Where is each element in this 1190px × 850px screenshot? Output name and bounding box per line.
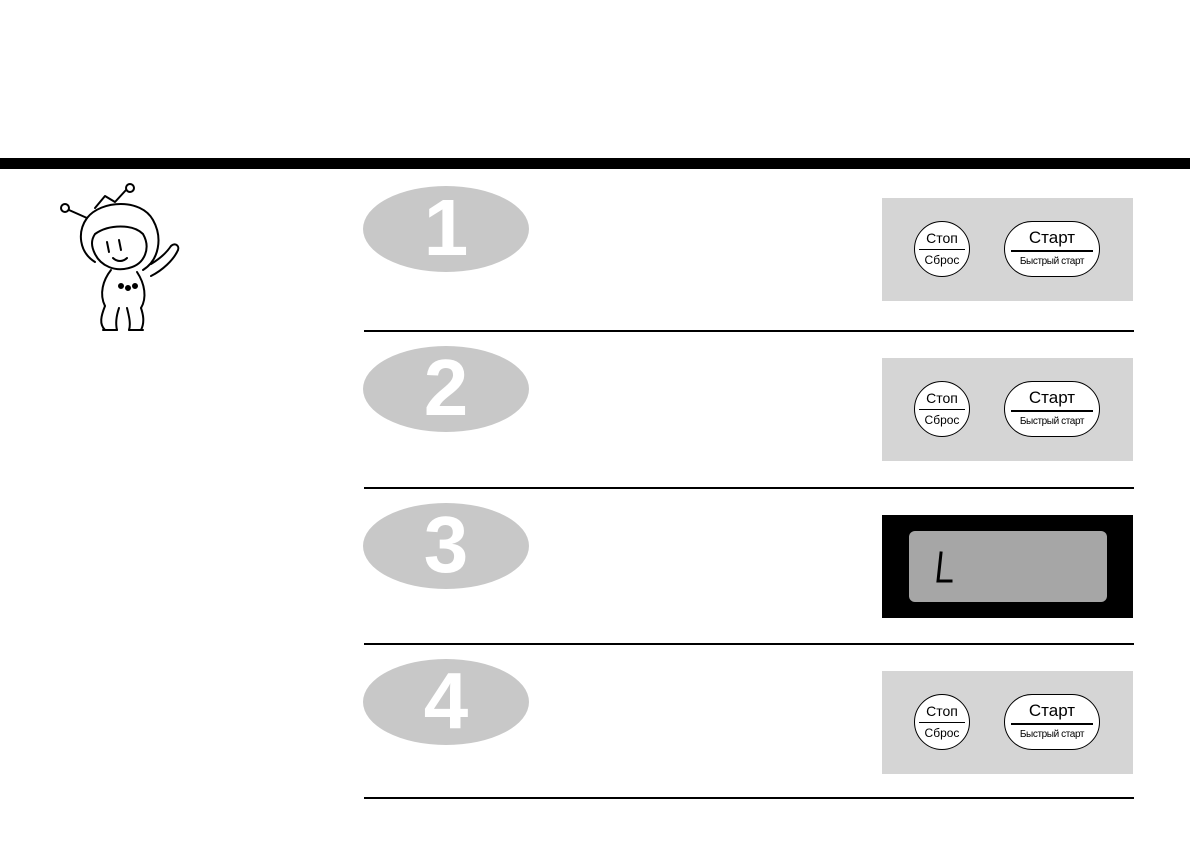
- step-number: 3: [424, 502, 469, 589]
- lcd-screen: L: [909, 531, 1107, 602]
- step-number: 2: [424, 345, 469, 432]
- start-quick-start-button[interactable]: Старт Быстрый старт: [1004, 221, 1100, 277]
- stop-label: Стоп: [926, 702, 958, 719]
- button-divider: [1011, 410, 1093, 412]
- quick-start-label: Быстрый старт: [1019, 255, 1085, 267]
- stop-reset-button[interactable]: Стоп Сброс: [914, 221, 970, 277]
- step-number: 1: [424, 185, 469, 272]
- stop-label: Стоп: [926, 389, 958, 406]
- start-label: Старт: [1028, 701, 1076, 721]
- start-label: Старт: [1028, 388, 1076, 408]
- step-divider: [364, 330, 1134, 332]
- step-divider: [364, 643, 1134, 645]
- step-number-badge: 3: [363, 502, 529, 589]
- button-divider: [919, 721, 965, 724]
- cartoon-mascot-icon: [60, 183, 180, 331]
- step-number-badge: 4: [363, 658, 529, 745]
- start-quick-start-button[interactable]: Старт Быстрый старт: [1004, 381, 1100, 437]
- control-panel: Стоп Сброс Старт Быстрый старт: [882, 671, 1133, 774]
- control-panel: Стоп Сброс Старт Быстрый старт: [882, 198, 1133, 301]
- header-rule: [0, 158, 1190, 169]
- stop-label: Стоп: [926, 229, 958, 246]
- reset-label: Сброс: [924, 726, 960, 741]
- start-label: Старт: [1028, 228, 1076, 248]
- stop-reset-button[interactable]: Стоп Сброс: [914, 694, 970, 750]
- quick-start-label: Быстрый старт: [1019, 728, 1085, 740]
- button-divider: [1011, 250, 1093, 252]
- lcd-segment-character: [936, 551, 953, 583]
- reset-label: Сброс: [924, 253, 960, 268]
- step-divider: [364, 797, 1134, 799]
- button-divider: [919, 408, 965, 411]
- stop-reset-button[interactable]: Стоп Сброс: [914, 381, 970, 437]
- display-panel: L: [882, 515, 1133, 618]
- button-divider: [919, 248, 965, 251]
- step-number-badge: 2: [363, 345, 529, 432]
- step-number: 4: [424, 658, 469, 745]
- control-panel: Стоп Сброс Старт Быстрый старт: [882, 358, 1133, 461]
- step-divider: [364, 487, 1134, 489]
- button-divider: [1011, 723, 1093, 725]
- reset-label: Сброс: [924, 413, 960, 428]
- step-number-badge: 1: [363, 185, 529, 272]
- start-quick-start-button[interactable]: Старт Быстрый старт: [1004, 694, 1100, 750]
- quick-start-label: Быстрый старт: [1019, 415, 1085, 427]
- lcd-character-value: L: [909, 531, 910, 532]
